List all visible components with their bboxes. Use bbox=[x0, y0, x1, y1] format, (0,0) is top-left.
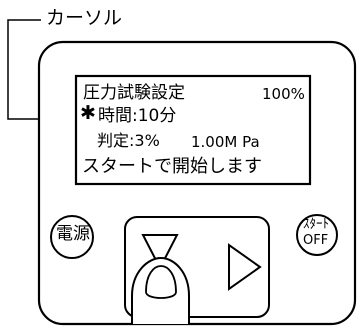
start-off-button-outline bbox=[296, 214, 338, 256]
fingernail-icon bbox=[145, 265, 177, 299]
power-button[interactable]: 電源 bbox=[56, 224, 90, 244]
play-triangle-icon bbox=[228, 243, 262, 291]
display-time-line: 時間:10分 bbox=[98, 106, 177, 126]
display-percent: 100% bbox=[262, 85, 305, 103]
display-prompt: スタートで開始します bbox=[82, 156, 262, 177]
display-title: 圧力試験設定 bbox=[83, 83, 185, 103]
start-button-label[interactable]: ｽﾀｰﾄ bbox=[303, 217, 329, 232]
cursor-callout-label: カーソル bbox=[46, 7, 123, 29]
display-judgement-label: 判定:3% bbox=[97, 131, 160, 150]
cursor-marker: ✱ bbox=[80, 102, 96, 124]
down-triangle-icon bbox=[141, 234, 179, 271]
lcd-screen bbox=[74, 74, 312, 186]
off-button-label[interactable]: OFF bbox=[303, 233, 329, 248]
display-judgement-value: 1.00M Pa bbox=[191, 133, 260, 151]
finger-press-icon bbox=[131, 256, 190, 324]
power-button-outline bbox=[50, 215, 94, 259]
